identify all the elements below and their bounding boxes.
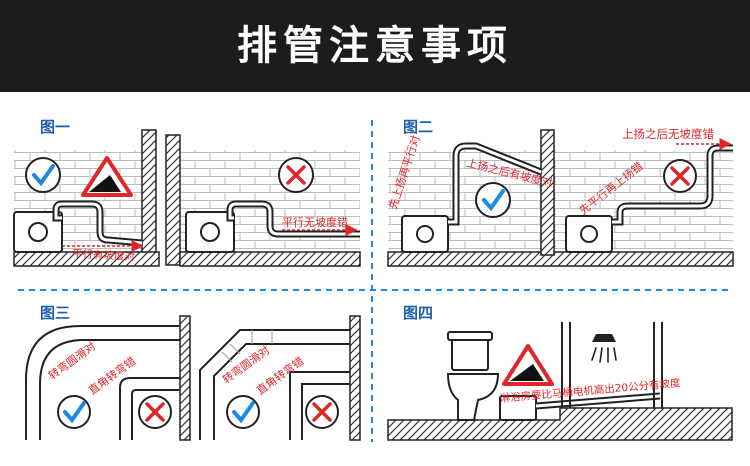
panel-2-label: 图二	[403, 118, 433, 136]
cross-icon	[305, 395, 339, 429]
panel-2-top-right-note: 上扬之后无坡度错	[622, 127, 714, 141]
panel-1-wrong-note: 平行无坡度错	[282, 215, 348, 229]
panel-1-label: 图一	[40, 118, 70, 136]
check-icon	[475, 182, 511, 218]
check-icon	[25, 157, 61, 193]
panel-3-left-a-note: 转弯圆滑对	[46, 339, 99, 383]
panel-2: 图二 先上扬再平行对 上扬之后有坡度对 上扬之后无坡度错 先平行再上扬错	[386, 118, 734, 267]
warning-triangle-icon	[81, 156, 133, 197]
panel-3-label: 图三	[40, 304, 70, 322]
cross-icon	[663, 159, 697, 193]
cross-icon	[278, 157, 314, 193]
pump-unit	[499, 395, 537, 421]
warning-triangle-icon	[502, 344, 554, 386]
page-title: 排管注意事项	[237, 23, 513, 69]
check-icon	[57, 395, 91, 429]
shower-head-icon	[591, 334, 617, 363]
cross-icon	[138, 395, 172, 429]
panel-1: 图一 平行有坡度对	[13, 118, 361, 267]
header-bar: 排管注意事项	[0, 0, 750, 92]
check-icon	[226, 395, 260, 429]
panel-3-left-b-note: 直角转弯错	[86, 354, 139, 398]
panel-4: 图四	[387, 304, 733, 441]
toilet-icon	[446, 331, 500, 421]
panel-1-correct-note: 平行有坡度对	[72, 247, 136, 263]
panel-3: 图三 转弯圆滑对 直角转弯错 转弯圆滑对 直角转弯错	[25, 304, 361, 441]
panel-4-label: 图四	[403, 304, 433, 322]
